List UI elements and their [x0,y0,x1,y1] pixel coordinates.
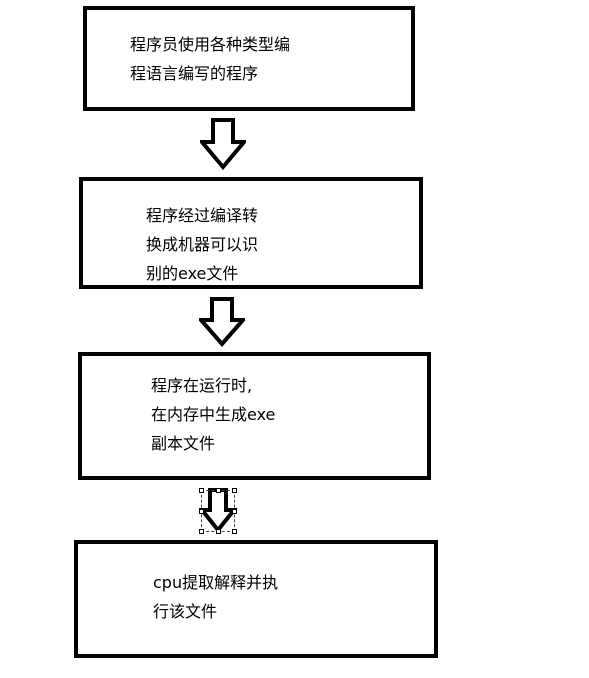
step-box-2[interactable] [79,177,423,289]
step-3-text: 程序在运行时, 在内存中生成exe 副本文件 [151,371,275,458]
step-3-line-3: 副本文件 [151,434,216,453]
step-4-text: cpu提取解释并执 行该文件 [153,568,278,626]
step-2-text: 程序经过编译转 换成机器可以识 别的exe文件 [146,201,258,288]
down-arrow-3[interactable] [199,488,237,534]
step-2-line-1: 程序经过编译转 [146,206,259,225]
step-1-text: 程序员使用各种类型编 程语言编写的程序 [130,30,290,88]
resize-handle-s[interactable] [216,529,221,534]
resize-handle-nw[interactable] [199,488,204,493]
resize-handle-sw[interactable] [199,529,204,534]
resize-handle-n[interactable] [216,488,221,493]
step-box-4[interactable] [74,540,438,658]
step-4-line-1: cpu提取解释并执 [153,573,279,592]
step-2-line-2: 换成机器可以识 [146,235,259,254]
step-4-line-2: 行该文件 [153,602,218,621]
step-box-1[interactable] [83,6,415,111]
step-3-line-1: 程序在运行时, [151,376,253,395]
step-2-line-3: 别的exe文件 [146,264,239,283]
down-arrow-1 [200,118,246,170]
down-arrow-2 [199,297,245,347]
resize-handle-w[interactable] [199,509,204,514]
step-3-line-2: 在内存中生成exe [151,405,276,424]
resize-handle-se[interactable] [232,529,237,534]
resize-handle-ne[interactable] [232,488,237,493]
resize-handle-e[interactable] [232,509,237,514]
selection-frame [201,490,235,532]
step-1-line-2: 程语言编写的程序 [130,64,259,83]
step-box-3[interactable] [78,352,431,480]
step-1-line-1: 程序员使用各种类型编 [130,35,291,54]
